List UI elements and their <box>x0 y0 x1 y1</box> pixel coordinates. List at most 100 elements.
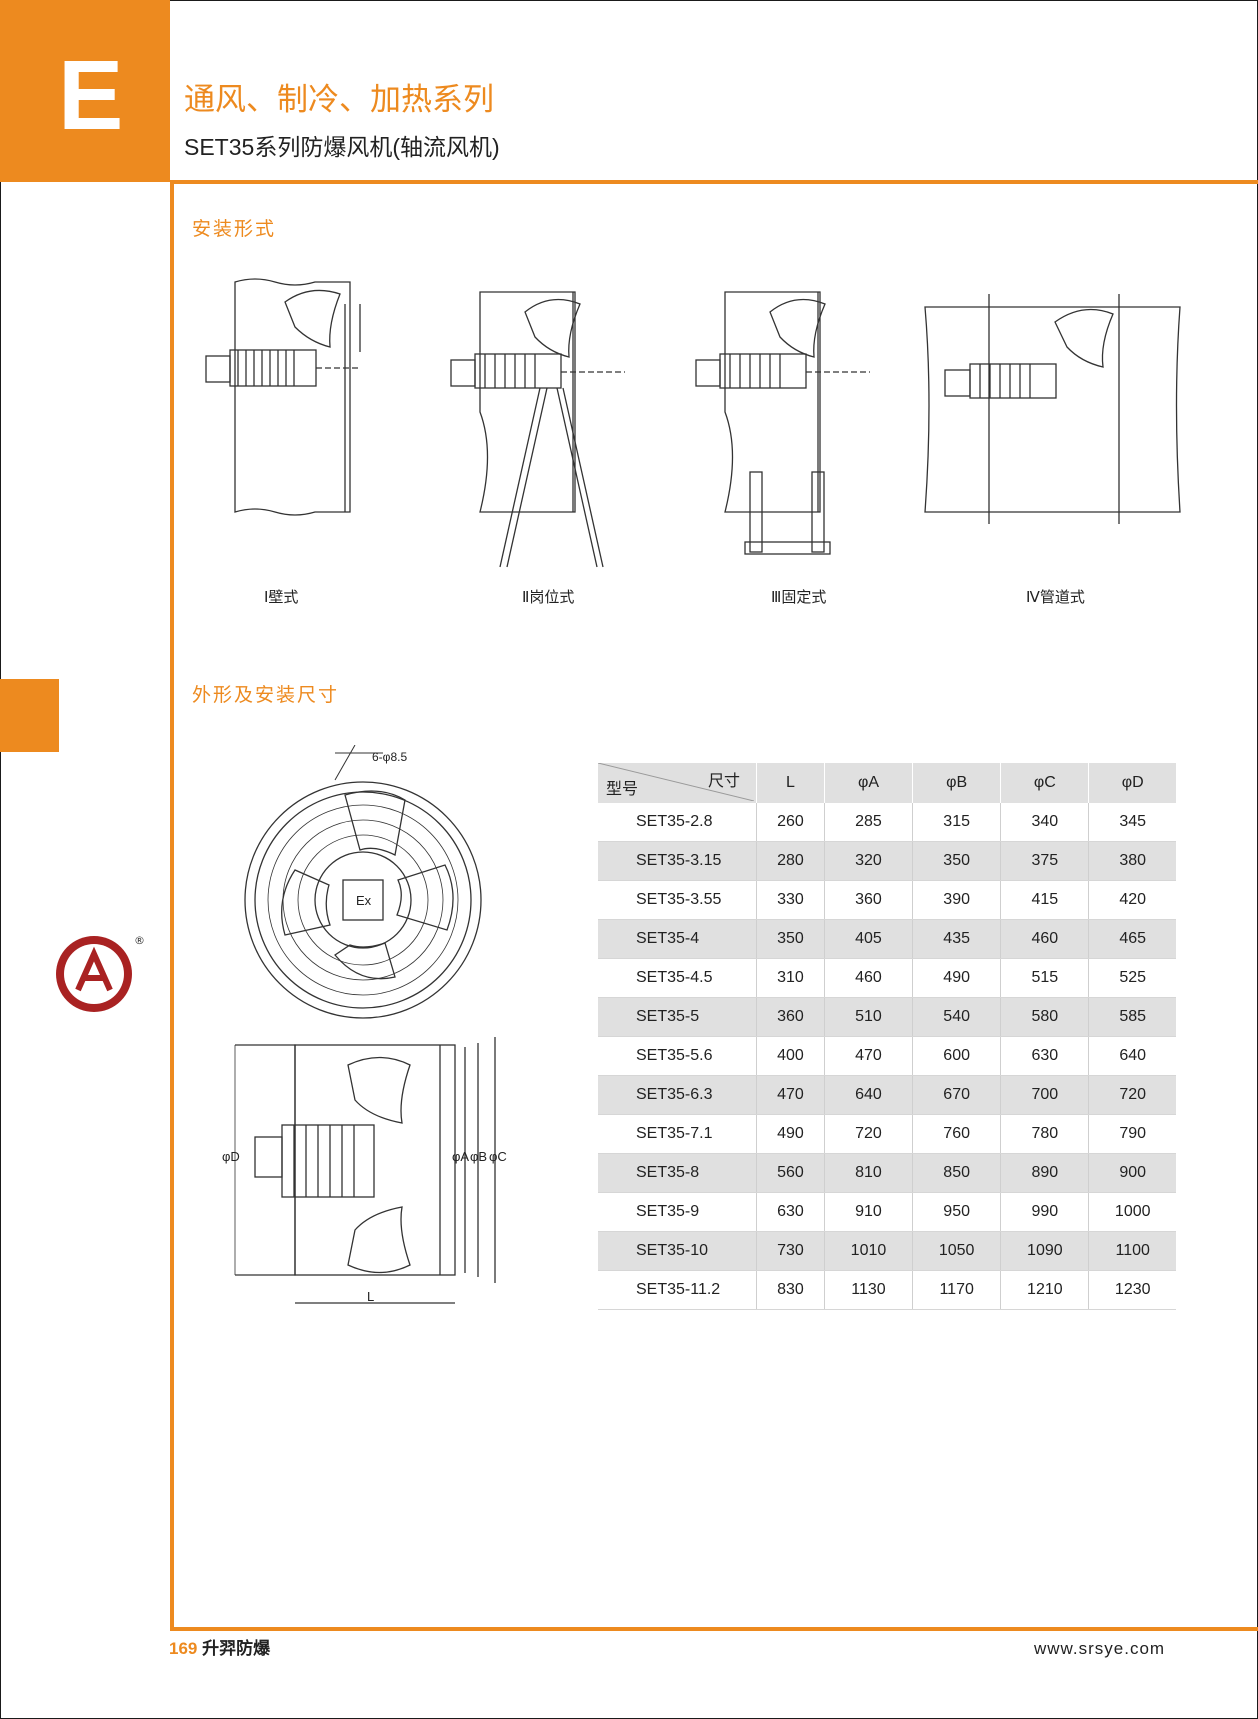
page-title: 通风、制冷、加热系列 <box>184 82 494 117</box>
dimension-cell: 585 <box>1088 997 1176 1037</box>
dimension-cell: 720 <box>823 1114 913 1154</box>
dimension-cell: 1230 <box>1088 1270 1176 1310</box>
dimension-cell: 490 <box>912 958 1001 998</box>
footer-divider <box>170 1627 1258 1631</box>
installation-drawings <box>205 278 1181 568</box>
dimension-cell: 640 <box>1088 1036 1176 1076</box>
caption-duct-type: Ⅳ管道式 <box>1026 589 1085 606</box>
column-header-c: φC <box>1000 763 1089 803</box>
category-letter: E <box>58 40 124 150</box>
dimension-cell: 850 <box>912 1153 1001 1193</box>
dimension-cell: 760 <box>912 1114 1001 1154</box>
dimension-cell: 730 <box>756 1231 825 1271</box>
page-number: 169 <box>169 1639 198 1658</box>
dimension-cell: 345 <box>1088 803 1176 842</box>
dimension-cell: 375 <box>1000 841 1089 881</box>
dimension-cell: 990 <box>1000 1192 1089 1232</box>
dimension-cell: 830 <box>756 1270 825 1310</box>
dimension-cell: 340 <box>1000 803 1089 842</box>
page-subtitle: SET35系列防爆风机(轴流风机) <box>184 134 500 160</box>
dimension-label-a: φA <box>452 1149 470 1164</box>
dimension-cell: 1170 <box>912 1270 1001 1310</box>
dimension-cell: 1090 <box>1000 1231 1089 1271</box>
model-cell: SET35-5.6 <box>598 1036 757 1076</box>
dimension-cell: 490 <box>756 1114 825 1154</box>
dimension-cell: 1100 <box>1088 1231 1176 1271</box>
dimension-cell: 470 <box>823 1036 913 1076</box>
dimension-cell: 540 <box>912 997 1001 1037</box>
corner-diagonal <box>598 763 754 801</box>
dimension-cell: 525 <box>1088 958 1176 998</box>
model-cell: SET35-3.15 <box>598 841 757 881</box>
fan-side-view <box>234 1037 496 1304</box>
dimension-cell: 560 <box>756 1153 825 1193</box>
dimension-cell: 630 <box>756 1192 825 1232</box>
section-dimensions-heading: 外形及安装尺寸 <box>192 685 340 706</box>
dimension-cell: 810 <box>823 1153 913 1193</box>
fixed-mount-drawing <box>695 291 870 555</box>
dimension-cell: 1210 <box>1000 1270 1089 1310</box>
model-cell: SET35-4 <box>598 919 757 959</box>
table-header-row: 尺寸 型号 L φA φB φC φD <box>598 763 1176 803</box>
dimension-cell: 720 <box>1088 1075 1176 1115</box>
dimension-cell: 890 <box>1000 1153 1089 1193</box>
model-cell: SET35-5 <box>598 997 757 1037</box>
footer-website: www.srsye.com <box>1034 1639 1166 1658</box>
dimension-cell: 670 <box>912 1075 1001 1115</box>
dimension-cell: 435 <box>912 919 1001 959</box>
model-cell: SET35-11.2 <box>598 1270 757 1310</box>
dimension-cell: 420 <box>1088 880 1176 920</box>
dimension-cell: 470 <box>756 1075 825 1115</box>
caption-stand-type: Ⅱ岗位式 <box>522 589 575 606</box>
dimension-cell: 405 <box>823 919 913 959</box>
left-rule <box>170 182 174 1630</box>
wall-mount-drawing <box>205 278 361 516</box>
dimension-cell: 790 <box>1088 1114 1176 1154</box>
dimension-cell: 1050 <box>912 1231 1001 1271</box>
header-divider <box>170 180 1258 184</box>
dimension-cell: 260 <box>756 803 825 842</box>
dimension-cell: 1000 <box>1088 1192 1176 1232</box>
model-cell: SET35-3.55 <box>598 880 757 920</box>
fan-front-view <box>244 745 482 1019</box>
column-header-l: L <box>756 763 825 803</box>
dimension-cell: 630 <box>1000 1036 1089 1076</box>
model-cell: SET35-8 <box>598 1153 757 1193</box>
dimension-cell: 580 <box>1000 997 1089 1037</box>
corner-header-dimension: 尺寸 <box>707 773 740 790</box>
caption-wall-type: Ⅰ壁式 <box>264 589 299 606</box>
model-cell: SET35-10 <box>598 1231 757 1271</box>
category-badge: E <box>0 0 170 182</box>
dimension-cell: 910 <box>823 1192 913 1232</box>
dimension-cell: 900 <box>1088 1153 1176 1193</box>
caption-fixed-type: Ⅲ固定式 <box>771 589 827 606</box>
brand-logo: ® <box>56 934 145 1012</box>
dimension-cell: 600 <box>912 1036 1001 1076</box>
dimension-cell: 460 <box>823 958 913 998</box>
section-installation-heading: 安装形式 <box>192 219 277 240</box>
dimension-cell: 310 <box>756 958 825 998</box>
dimension-cell: 460 <box>1000 919 1089 959</box>
registered-mark: ® <box>134 934 145 947</box>
dimension-cell: 515 <box>1000 958 1089 998</box>
dimension-cell: 315 <box>912 803 1001 842</box>
dimension-label-b: φB <box>470 1149 488 1164</box>
footer-brand: 升羿防爆 <box>202 1639 271 1658</box>
dimension-cell: 360 <box>756 997 825 1037</box>
corner-header: 尺寸 型号 <box>598 763 757 803</box>
dimension-cell: 465 <box>1088 919 1176 959</box>
footer-page-info: 169 升羿防爆 <box>169 1640 270 1657</box>
dimension-cell: 415 <box>1000 880 1089 920</box>
model-cell: SET35-6.3 <box>598 1075 757 1115</box>
